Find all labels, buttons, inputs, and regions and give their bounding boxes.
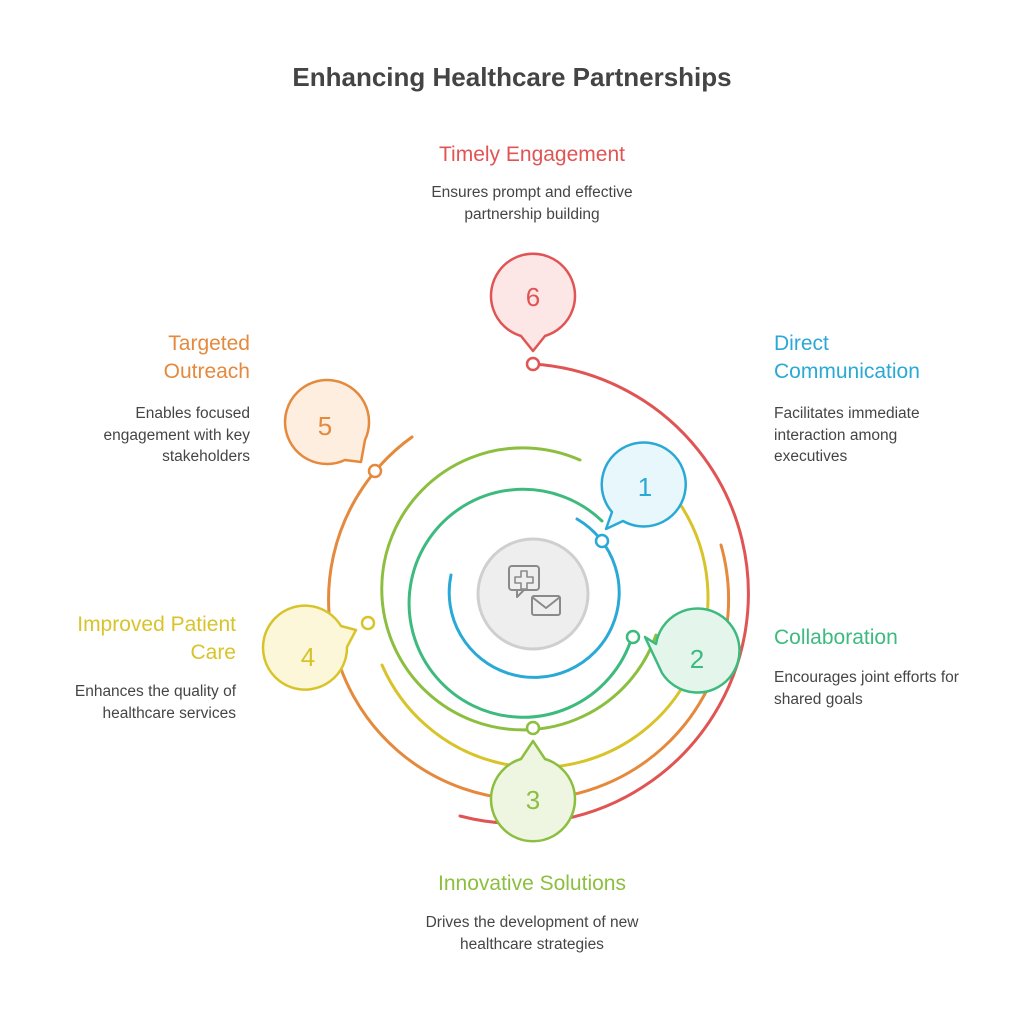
step-bubble-3: 3 [489, 739, 577, 843]
page-title: Enhancing Healthcare Partnerships [292, 62, 732, 92]
step-bubble-1: 1 [600, 441, 687, 531]
connector-dot-1 [594, 533, 610, 549]
arc-1-communication [447, 517, 621, 679]
step-bubble-6: 6 [489, 252, 577, 353]
step-number-2: 2 [690, 644, 704, 674]
step-heading-6: Timely Engagement [439, 143, 625, 166]
step-number-5: 5 [318, 411, 332, 441]
step-number-6: 6 [526, 282, 540, 312]
connector-dot-4 [360, 615, 376, 631]
center-hub [476, 537, 590, 651]
step-description-6: Ensures prompt and effective partnership… [431, 184, 633, 223]
step-description-2: Encourages joint efforts for shared goal… [774, 669, 959, 708]
connector-dot-3 [525, 720, 541, 736]
step-description-3: Drives the development of new healthcare… [425, 914, 639, 953]
step-heading-1: Direct Communication [774, 332, 920, 383]
step-heading-4: Improved Patient Care [77, 613, 236, 664]
connector-dot-5 [367, 463, 383, 479]
arc-2-collaboration [407, 487, 634, 719]
hospital-message-icon [508, 565, 561, 616]
step-description-5: Enables focused engagement with key stak… [103, 405, 250, 465]
step-bubble-5: 5 [283, 378, 371, 466]
arc-4-patient-care [380, 450, 710, 769]
step-description-4: Enhances the quality of healthcare servi… [74, 683, 236, 722]
arc-6-engagement [458, 362, 750, 826]
step-bubble-4: 4 [261, 604, 358, 691]
step-heading-2: Collaboration [774, 626, 898, 649]
step-bubble-2: 2 [643, 607, 741, 694]
step-description-1: Facilitates immediate interaction among … [774, 405, 920, 465]
arc-3-innovation [380, 446, 658, 732]
connector-dot-2 [625, 629, 641, 645]
step-number-4: 4 [301, 642, 315, 672]
step-heading-5: Targeted Outreach [163, 332, 250, 383]
step-number-3: 3 [526, 785, 540, 815]
step-heading-3: Innovative Solutions [438, 872, 626, 895]
step-number-1: 1 [638, 472, 652, 502]
connector-dot-6 [525, 356, 541, 372]
